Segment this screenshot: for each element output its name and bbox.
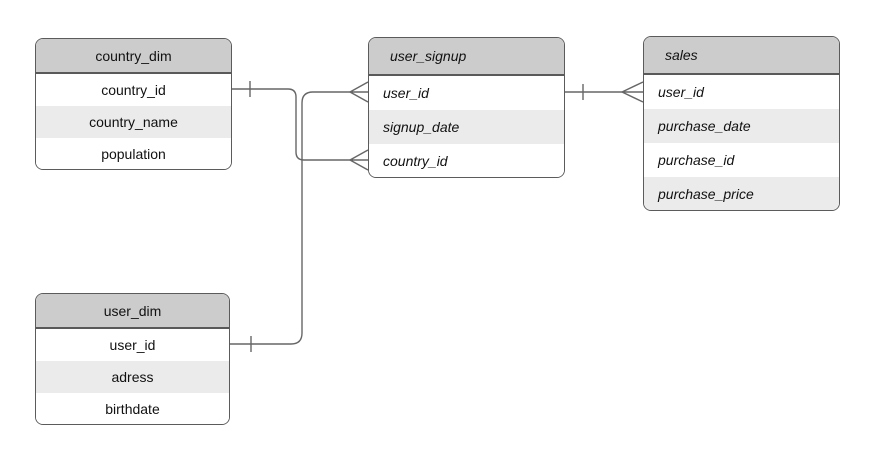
field-user-id[interactable]: user_id [369, 76, 564, 110]
entity-user-signup[interactable]: user_signup user_id signup_date country_… [368, 37, 565, 178]
entity-title-user-dim[interactable]: user_dim [36, 294, 229, 329]
field-adress[interactable]: adress [36, 361, 229, 393]
entity-title-sales[interactable]: sales [644, 37, 839, 75]
connector-user-dim-to-user-signup[interactable] [230, 81, 369, 352]
entity-title-user-signup[interactable]: user_signup [369, 38, 564, 76]
connector-line[interactable] [230, 91, 350, 345]
entity-country-dim[interactable]: country_dim country_id country_name popu… [35, 38, 232, 170]
field-population[interactable]: population [36, 138, 231, 169]
entity-sales[interactable]: sales user_id purchase_date purchase_id … [643, 36, 840, 211]
field-purchase-price[interactable]: purchase_price [644, 177, 839, 210]
entity-title-country-dim[interactable]: country_dim [36, 39, 231, 74]
crow-foot-icon [621, 81, 644, 103]
field-birthdate[interactable]: birthdate [36, 393, 229, 424]
field-user-id[interactable]: user_id [36, 329, 229, 361]
field-purchase-id[interactable]: purchase_id [644, 143, 839, 177]
crow-foot-icon [349, 81, 369, 103]
field-country-id[interactable]: country_id [36, 74, 231, 106]
connector-country-dim-to-user-signup[interactable] [232, 81, 369, 171]
field-purchase-date[interactable]: purchase_date [644, 109, 839, 143]
connector-user-signup-to-sales[interactable] [565, 81, 644, 103]
crow-foot-icon [349, 149, 369, 171]
field-country-id[interactable]: country_id [369, 144, 564, 177]
connector-line[interactable] [232, 88, 350, 161]
field-country-name[interactable]: country_name [36, 106, 231, 138]
entity-user-dim[interactable]: user_dim user_id adress birthdate [35, 293, 230, 425]
field-user-id[interactable]: user_id [644, 75, 839, 109]
field-signup-date[interactable]: signup_date [369, 110, 564, 144]
